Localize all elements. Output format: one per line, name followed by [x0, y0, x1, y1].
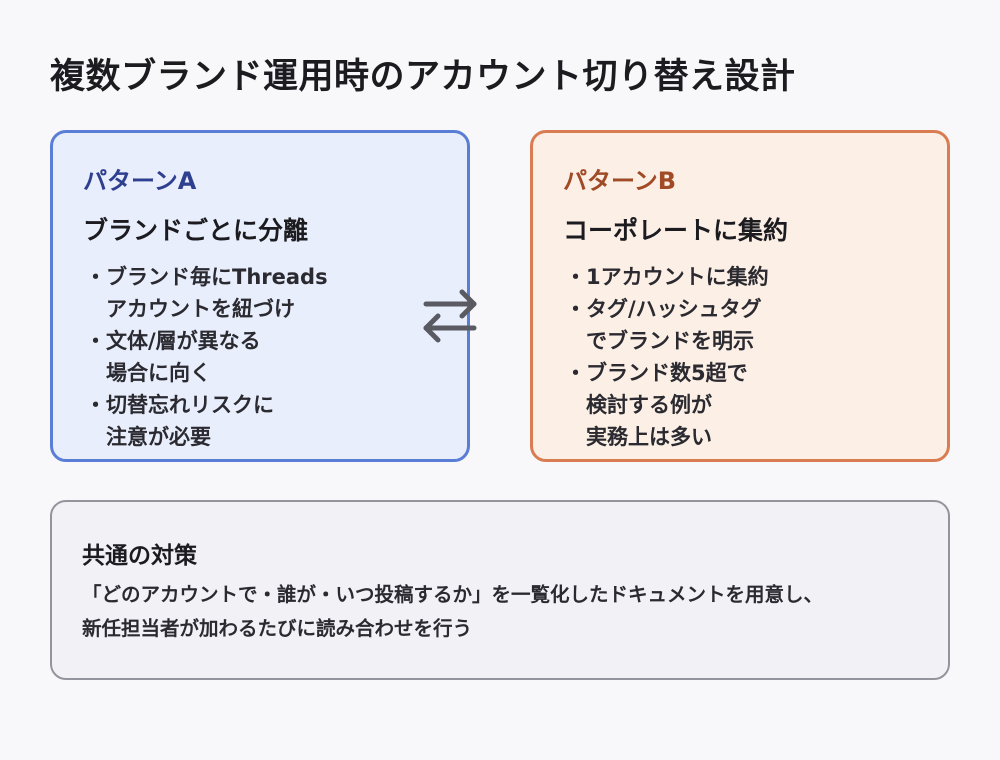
pattern-a-label: パターンA [83, 167, 197, 195]
pattern-a-line: 注意が必要 [85, 425, 211, 449]
pattern-a-line: ・文体/層が異なる [85, 329, 261, 353]
pattern-b-line: ・タグ/ハッシュタグ [565, 297, 762, 321]
pattern-b-line: ・1アカウントに集約 [565, 265, 769, 289]
common-measures-body: 「どのアカウントで・誰が・いつ投稿するか」を一覧化したドキュメントを用意し、 新… [82, 578, 932, 646]
pattern-b-heading: コーポレートに集約 [563, 216, 789, 245]
swap-arrows-icon [423, 289, 477, 343]
pattern-b-line: 検討する例が [565, 393, 712, 417]
common-measures-card: 共通の対策 「どのアカウントで・誰が・いつ投稿するか」を一覧化したドキュメントを… [50, 500, 950, 680]
pattern-b-line: 実務上は多い [565, 425, 712, 449]
pattern-a-line: ・ブランド毎にThreads [85, 265, 328, 289]
pattern-b-label: パターンB [563, 167, 677, 195]
pattern-b-line: でブランドを明示 [565, 329, 754, 353]
common-measures-line: 「どのアカウントで・誰が・いつ投稿するか」を一覧化したドキュメントを用意し、 [82, 583, 824, 606]
common-measures-line: 新任担当者が加わるたびに読み合わせを行う [82, 617, 473, 640]
pattern-b-line: ・ブランド数5超で [565, 361, 748, 385]
pattern-b-bullets: ・1アカウントに集約 ・タグ/ハッシュタグ でブランドを明示 ・ブランド数5超で… [565, 261, 769, 453]
pattern-b-card: パターンB コーポレートに集約 ・1アカウントに集約 ・タグ/ハッシュタグ でブ… [530, 130, 950, 462]
pattern-a-bullets: ・ブランド毎にThreads アカウントを紐づけ ・文体/層が異なる 場合に向く… [85, 261, 328, 453]
pattern-a-line: アカウントを紐づけ [85, 297, 295, 321]
pattern-a-heading: ブランドごとに分離 [83, 216, 309, 245]
pattern-a-card: パターンA ブランドごとに分離 ・ブランド毎にThreads アカウントを紐づけ… [50, 130, 470, 462]
pattern-a-line: 場合に向く [85, 361, 211, 385]
page-title: 複数ブランド運用時のアカウント切り替え設計 [50, 57, 796, 97]
pattern-a-line: ・切替忘れリスクに [85, 393, 274, 417]
common-measures-title: 共通の対策 [82, 543, 197, 569]
